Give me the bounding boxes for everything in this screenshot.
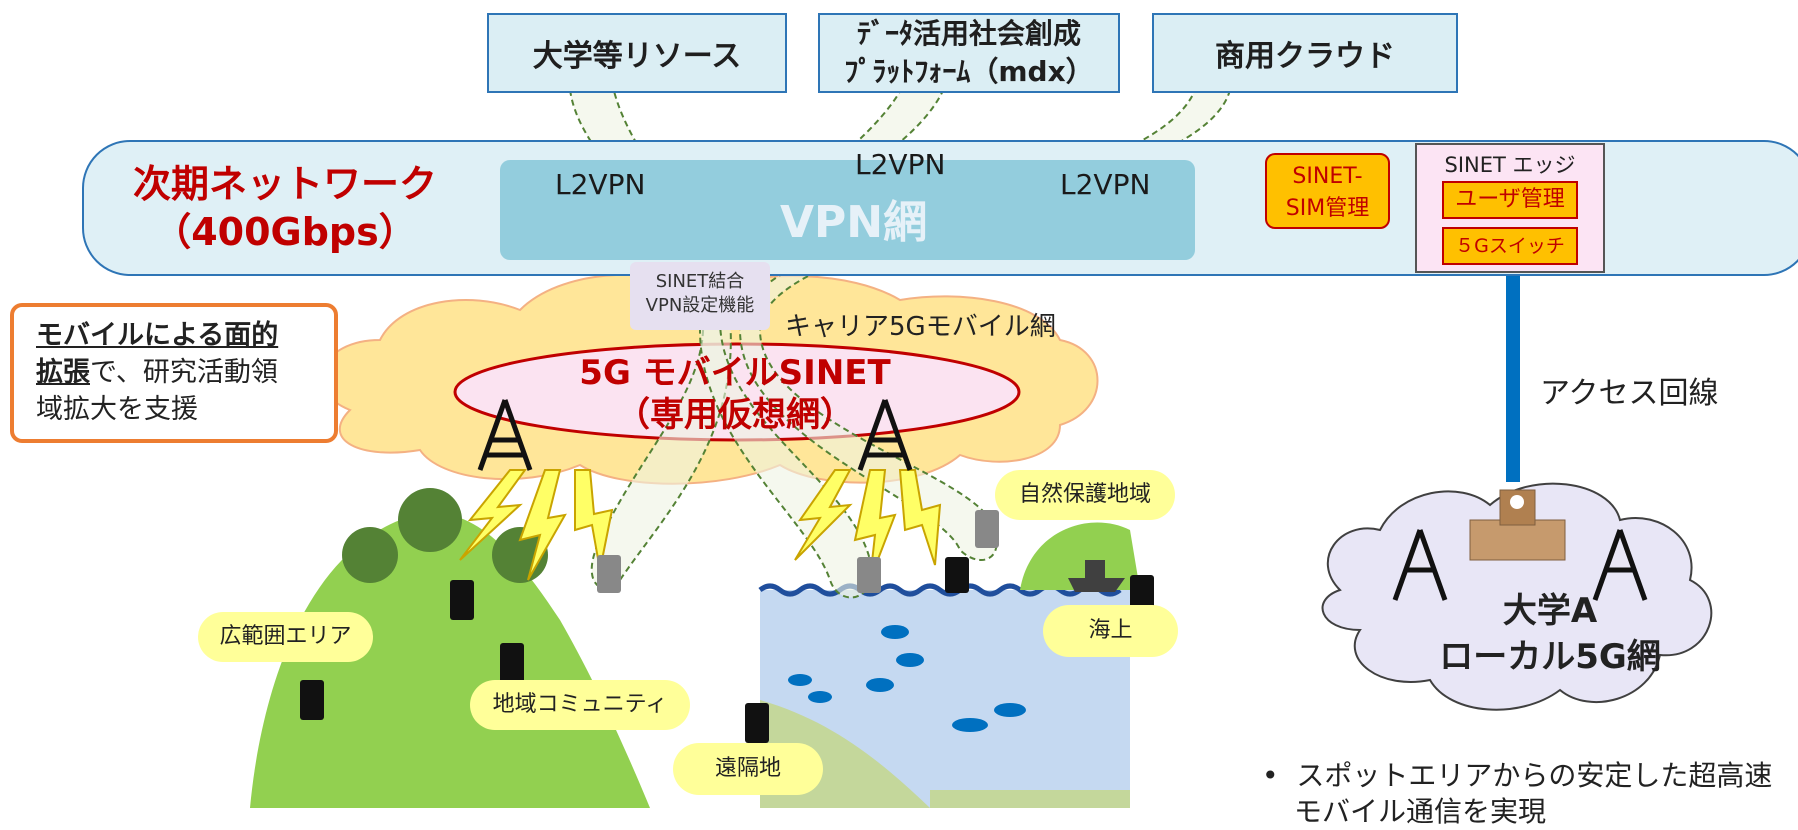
nature-area-label: 自然保護地域 (995, 470, 1175, 520)
vpn-net-label: VPN網 (780, 197, 928, 248)
green-hill (250, 512, 650, 808)
background-graphics (250, 69, 1713, 808)
seabed (930, 790, 1130, 808)
mdx-platform-box: ﾃﾞｰﾀ活用社会創成 ﾌﾟﾗｯﾄﾌｫｰﾑ（mdx） (818, 13, 1120, 93)
support-callout: モバイルによる面的 拡張で、研究活動領 域拡大を支援 (10, 303, 338, 443)
network-title: 次期ネットワーク （400Gbps） (130, 160, 440, 256)
carrier-network-label: キャリア5Gモバイル網 (785, 312, 1056, 342)
fish-icons (788, 625, 1026, 732)
callout-bold1: モバイルによる面的 (36, 320, 279, 351)
commercial-cloud-box: 商用クラウド (1152, 13, 1458, 93)
access-line (1506, 272, 1520, 482)
l2vpn-label-center: L2VPN (855, 148, 946, 181)
sea-label: 海上 (1043, 605, 1178, 657)
vpn-area (500, 160, 1195, 260)
signal-bolts (459, 469, 942, 581)
callout-line3: 域拡大を支援 (36, 394, 198, 425)
university-local5g-label: 大学A ローカル5G網 (1395, 588, 1705, 680)
callout-rest2: で、研究活動領 (90, 357, 278, 388)
univ-line1: 大学A (1502, 591, 1598, 631)
note-bullet: • (1262, 759, 1279, 792)
setting-line1: SINET結合 (655, 271, 745, 292)
mobile-sinet-line2: （専用仮想網） (616, 395, 854, 435)
network-title-line1: 次期ネットワーク (132, 162, 437, 206)
community-label: 地域コミュニティ (470, 680, 690, 730)
remote-area-label: 遠隔地 (673, 743, 823, 795)
access-line-label: アクセス回線 (1540, 376, 1719, 411)
ship-icon (1068, 560, 1125, 592)
network-title-line2: （400Gbps） (153, 210, 417, 254)
note-line1: スポットエリアからの安定した超高速 (1296, 759, 1773, 792)
univ-line2: ローカル5G網 (1439, 637, 1661, 677)
l2vpn-label-left: L2VPN (555, 168, 646, 201)
mobile-sinet-line1: 5G モバイルSINET (579, 353, 891, 393)
edge-title: SINET エッジ (1444, 153, 1576, 177)
mdx-line2: ﾌﾟﾗｯﾄﾌｫｰﾑ（mdx） (844, 55, 1094, 88)
note-line2: モバイル通信を実現 (1294, 795, 1547, 828)
tree-icon (342, 527, 398, 583)
vpn-setting-function-box: SINET結合 VPN設定機能 (630, 262, 770, 330)
sim-line2: SIM管理 (1285, 196, 1370, 221)
sensor-device-icons (597, 510, 999, 593)
university-building-icon (1469, 489, 1566, 561)
wide-area-label: 広範囲エリア (198, 612, 373, 662)
callout-bold2: 拡張 (36, 357, 90, 388)
sinet-edge-box: SINET エッジ ユーザ管理 ５Gスイッチ (1415, 143, 1605, 273)
l2vpn-label-right: L2VPN (1060, 168, 1151, 201)
tree-icon (398, 488, 462, 552)
5g-switch-box: ５Gスイッチ (1442, 227, 1578, 265)
antenna-tower-icons (477, 399, 1648, 601)
user-management-box: ユーザ管理 (1442, 181, 1578, 219)
sinet-sim-management-box: SINET- SIM管理 (1265, 153, 1390, 229)
smartphone-icons (300, 557, 1154, 743)
feature-note: • スポットエリアからの安定した超高速 モバイル通信を実現 (1262, 758, 1798, 830)
mdx-line1: ﾃﾞｰﾀ活用社会創成 (856, 17, 1081, 50)
island (1020, 522, 1140, 590)
mobile-sinet-label: 5G モバイルSINET （専用仮想網） (500, 352, 970, 436)
university-resources-box: 大学等リソース (487, 13, 787, 93)
sim-line1: SINET- (1292, 164, 1363, 189)
setting-line2: VPN設定機能 (645, 295, 755, 316)
